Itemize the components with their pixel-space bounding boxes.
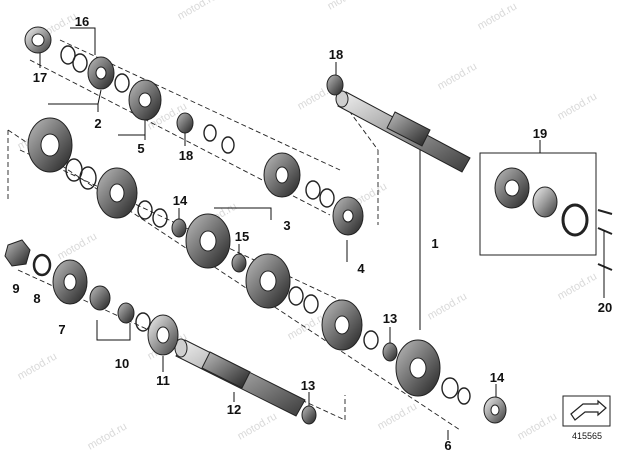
- bearing-13: [301, 342, 398, 425]
- label-19: 19: [533, 126, 547, 141]
- label-5: 5: [137, 141, 144, 156]
- detail-box-19: [479, 152, 613, 271]
- watermark-text: motod.ru: [516, 410, 560, 442]
- label-14-upper: 14: [173, 193, 188, 208]
- washer-8: [32, 253, 52, 277]
- label-18-top: 18: [329, 47, 343, 62]
- label-3: 3: [283, 218, 290, 233]
- watermark-text: motod.ru: [436, 60, 480, 92]
- label-6: 6: [444, 438, 451, 453]
- gear-4: [321, 196, 364, 351]
- circlips: [60, 45, 471, 405]
- watermark-text: motod.ru: [476, 0, 520, 32]
- watermark-text: motod.ru: [56, 230, 100, 262]
- label-18-left: 18: [179, 148, 193, 163]
- bearing-15: [483, 396, 507, 424]
- gear-cluster-upper: [263, 152, 301, 198]
- needle-bearing-18-left: [176, 112, 194, 134]
- watermark-text: motod.ru: [556, 90, 600, 122]
- label-20: 20: [598, 300, 612, 315]
- label-15: 14: [490, 370, 505, 385]
- sprocket-7: [52, 259, 88, 305]
- watermark-text: motod.ru: [236, 410, 280, 442]
- reference-code: 415565: [572, 431, 602, 441]
- label-4: 4: [357, 261, 365, 276]
- bearing-17: [24, 26, 52, 54]
- gear-3: [185, 213, 291, 309]
- needle-bearing-18-top: [326, 74, 344, 96]
- label-12: 12: [227, 402, 241, 417]
- gear-2-large: [27, 117, 73, 173]
- watermark-text: motod.ru: [326, 0, 370, 13]
- label-1: 1: [431, 236, 438, 251]
- input-shaft: [174, 338, 306, 417]
- nut-9: [4, 239, 31, 267]
- view-arrow-icon: [570, 399, 607, 421]
- watermark-text: motod.ru: [16, 350, 60, 382]
- label-13-upper: 13: [383, 311, 397, 326]
- label-9: 9: [12, 281, 19, 296]
- label-2: 2: [94, 116, 101, 131]
- watermark-text: motod.ru: [556, 270, 600, 302]
- leader-lines: [39, 27, 605, 440]
- bushing-10: [89, 285, 135, 324]
- label-17: 17: [33, 70, 47, 85]
- bearing-11: [147, 314, 179, 356]
- label-14-lower: 15: [235, 229, 249, 244]
- label-7: 7: [58, 322, 65, 337]
- gear-pair-2-upper: [87, 56, 115, 90]
- part-labels: 16 17 2 5 18 18 14 3 15 4 1 19 9 8 7 10 …: [12, 14, 612, 453]
- watermark-text: motod.ru: [86, 420, 130, 452]
- label-10: 10: [115, 356, 129, 371]
- label-8: 8: [33, 291, 40, 306]
- label-11: 11: [156, 373, 170, 388]
- watermark-text: motod.ru: [376, 400, 420, 432]
- gear-6: [395, 339, 441, 397]
- label-16: 16: [75, 14, 89, 29]
- watermark-text: motod.ru: [176, 0, 220, 23]
- main-shaft: [335, 90, 471, 173]
- gear-5: [96, 79, 162, 219]
- label-13-lower: 13: [301, 378, 315, 393]
- view-direction-symbol: 415565: [562, 395, 611, 441]
- watermark-text: motod.ru: [426, 290, 470, 322]
